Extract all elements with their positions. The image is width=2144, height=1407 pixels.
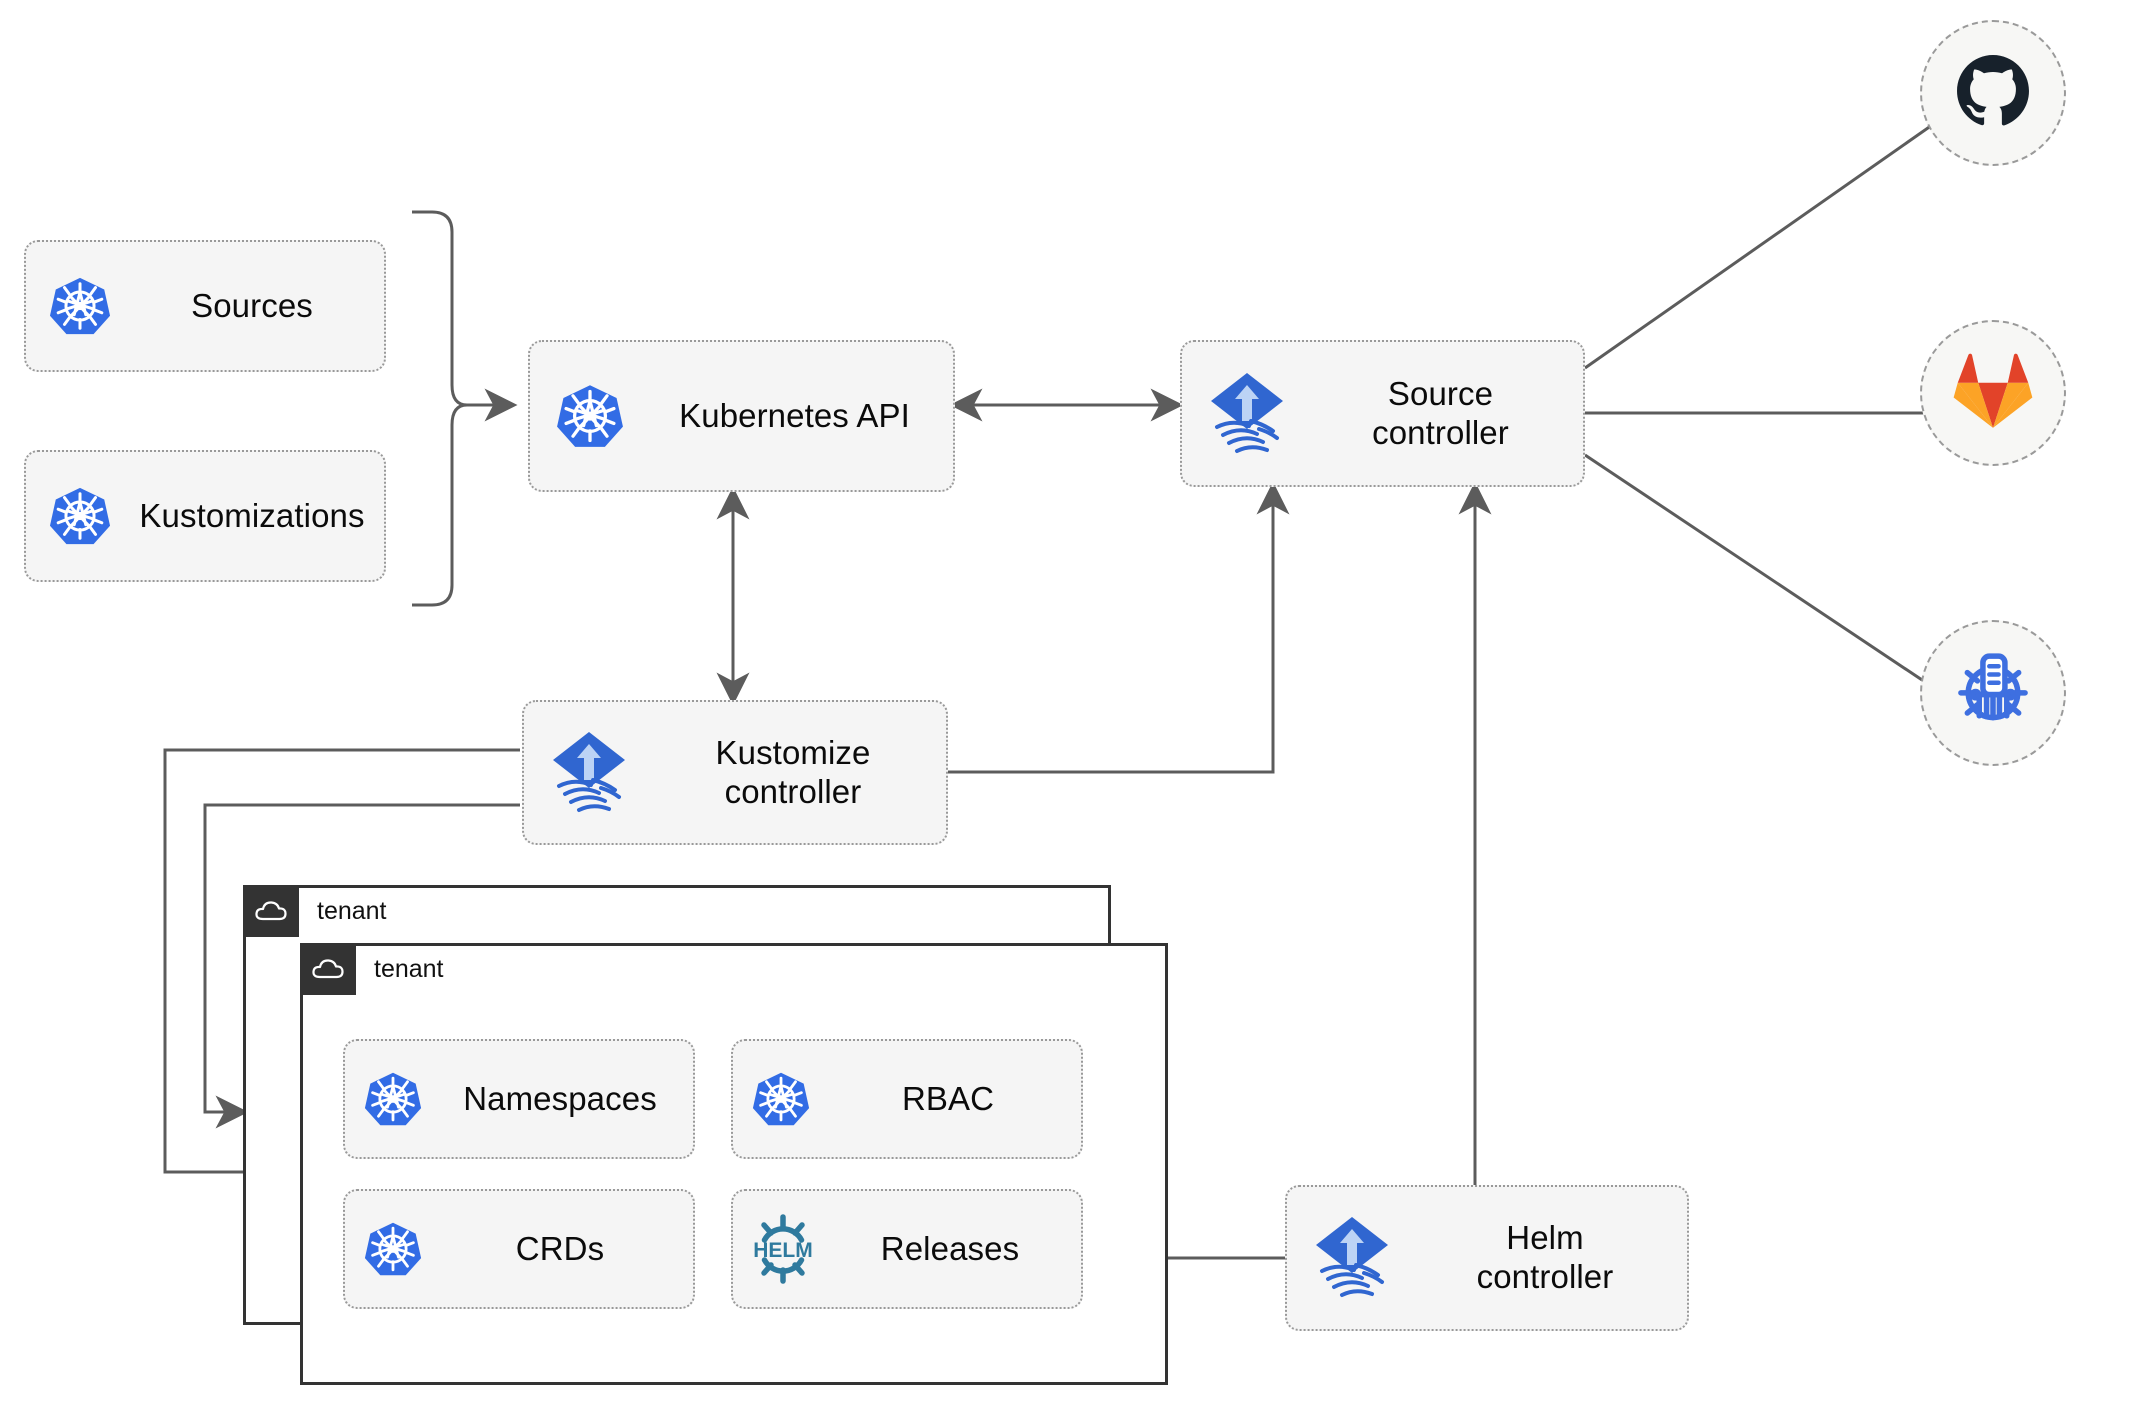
- node-kubernetes-api[interactable]: Kubernetes API: [528, 340, 955, 492]
- flux-icon: [1287, 1215, 1417, 1301]
- node-label: Source controller: [1372, 374, 1509, 451]
- tenant-header: tenant: [300, 943, 444, 995]
- node-label: Helm controller: [1476, 1219, 1614, 1295]
- helm-icon: HELM: [733, 1213, 833, 1285]
- tenant-item-label: Releases: [880, 1229, 1020, 1267]
- kubernetes-icon: [26, 485, 134, 547]
- provider-github[interactable]: [1920, 20, 2066, 166]
- edge-resources-brace: [412, 210, 468, 607]
- kubernetes-icon: [733, 1070, 829, 1128]
- resource-card-kustomizations[interactable]: Kustomizations: [24, 450, 386, 582]
- node-label: Kustomize controller: [715, 733, 871, 810]
- node-label: Kubernetes API: [679, 396, 910, 434]
- resource-label: Kustomizations: [139, 496, 365, 534]
- kubernetes-icon: [26, 275, 134, 337]
- kubernetes-icon: [345, 1070, 441, 1128]
- flux-icon: [1182, 371, 1312, 457]
- flux-icon: [524, 730, 654, 816]
- edge-kustomize-to-source: [948, 481, 1290, 774]
- resource-card-sources[interactable]: Sources: [24, 240, 386, 372]
- gitlab-icon: [1952, 352, 2034, 435]
- tenant-item-crds[interactable]: CRDs: [343, 1189, 695, 1309]
- node-source-controller[interactable]: Source controller: [1180, 340, 1585, 487]
- github-icon: [1952, 50, 2034, 137]
- provider-gitlab[interactable]: [1920, 320, 2066, 466]
- node-helm-controller[interactable]: Helm controller: [1285, 1185, 1689, 1331]
- tenant-label: tenant: [374, 954, 444, 983]
- tenant-item-label: Namespaces: [463, 1079, 657, 1117]
- tenant-item-label: CRDs: [515, 1229, 605, 1267]
- tenant-item-label: RBAC: [901, 1079, 995, 1117]
- tenant-item-releases[interactable]: HELM Releases: [731, 1189, 1083, 1309]
- cloud-icon: [300, 943, 356, 995]
- provider-helm-repository[interactable]: [1920, 620, 2066, 766]
- tenant-header: tenant: [243, 885, 387, 937]
- helm-repository-icon: [1949, 647, 2037, 740]
- kubernetes-icon: [345, 1220, 441, 1278]
- resource-label: Sources: [191, 286, 313, 324]
- tenant-container-front[interactable]: tenant Namespaces: [300, 943, 1168, 1385]
- edge-source-to-github: [1584, 84, 1990, 370]
- tenant-item-rbac[interactable]: RBAC: [731, 1039, 1083, 1159]
- tenant-item-namespaces[interactable]: Namespaces: [343, 1039, 695, 1159]
- kubernetes-icon: [530, 382, 650, 450]
- tenant-label: tenant: [317, 896, 387, 925]
- node-kustomize-controller[interactable]: Kustomize controller: [522, 700, 948, 845]
- svg-text:HELM: HELM: [753, 1239, 813, 1262]
- cloud-icon: [243, 885, 299, 937]
